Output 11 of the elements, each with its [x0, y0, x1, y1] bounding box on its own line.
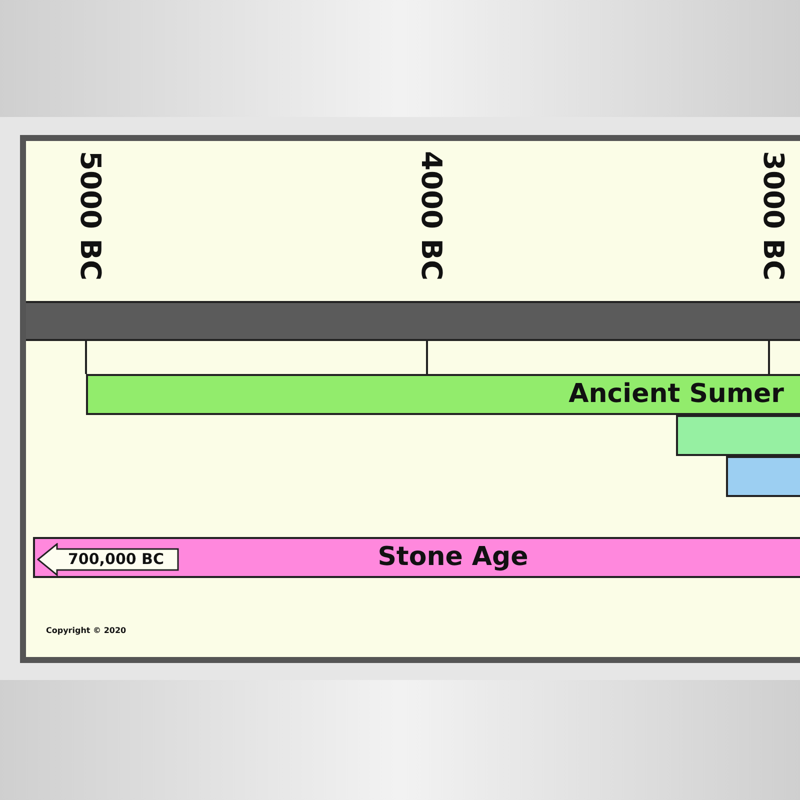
year-label: 3000 BC — [758, 151, 791, 281]
bar-label: Stone Age — [378, 541, 528, 574]
year-label: 5000 BC — [75, 151, 108, 281]
bar-label: Ancient Sumer — [568, 378, 784, 411]
copyright-note: Copyright © 2020 — [46, 625, 126, 637]
timeline-axis-band — [26, 301, 800, 341]
left-arrow-box — [37, 543, 179, 576]
timeline-bar — [33, 537, 800, 578]
timeline-bar — [86, 374, 800, 415]
year-label: 4000 BC — [416, 151, 449, 281]
bar-label: 700,000 BC — [68, 549, 164, 570]
